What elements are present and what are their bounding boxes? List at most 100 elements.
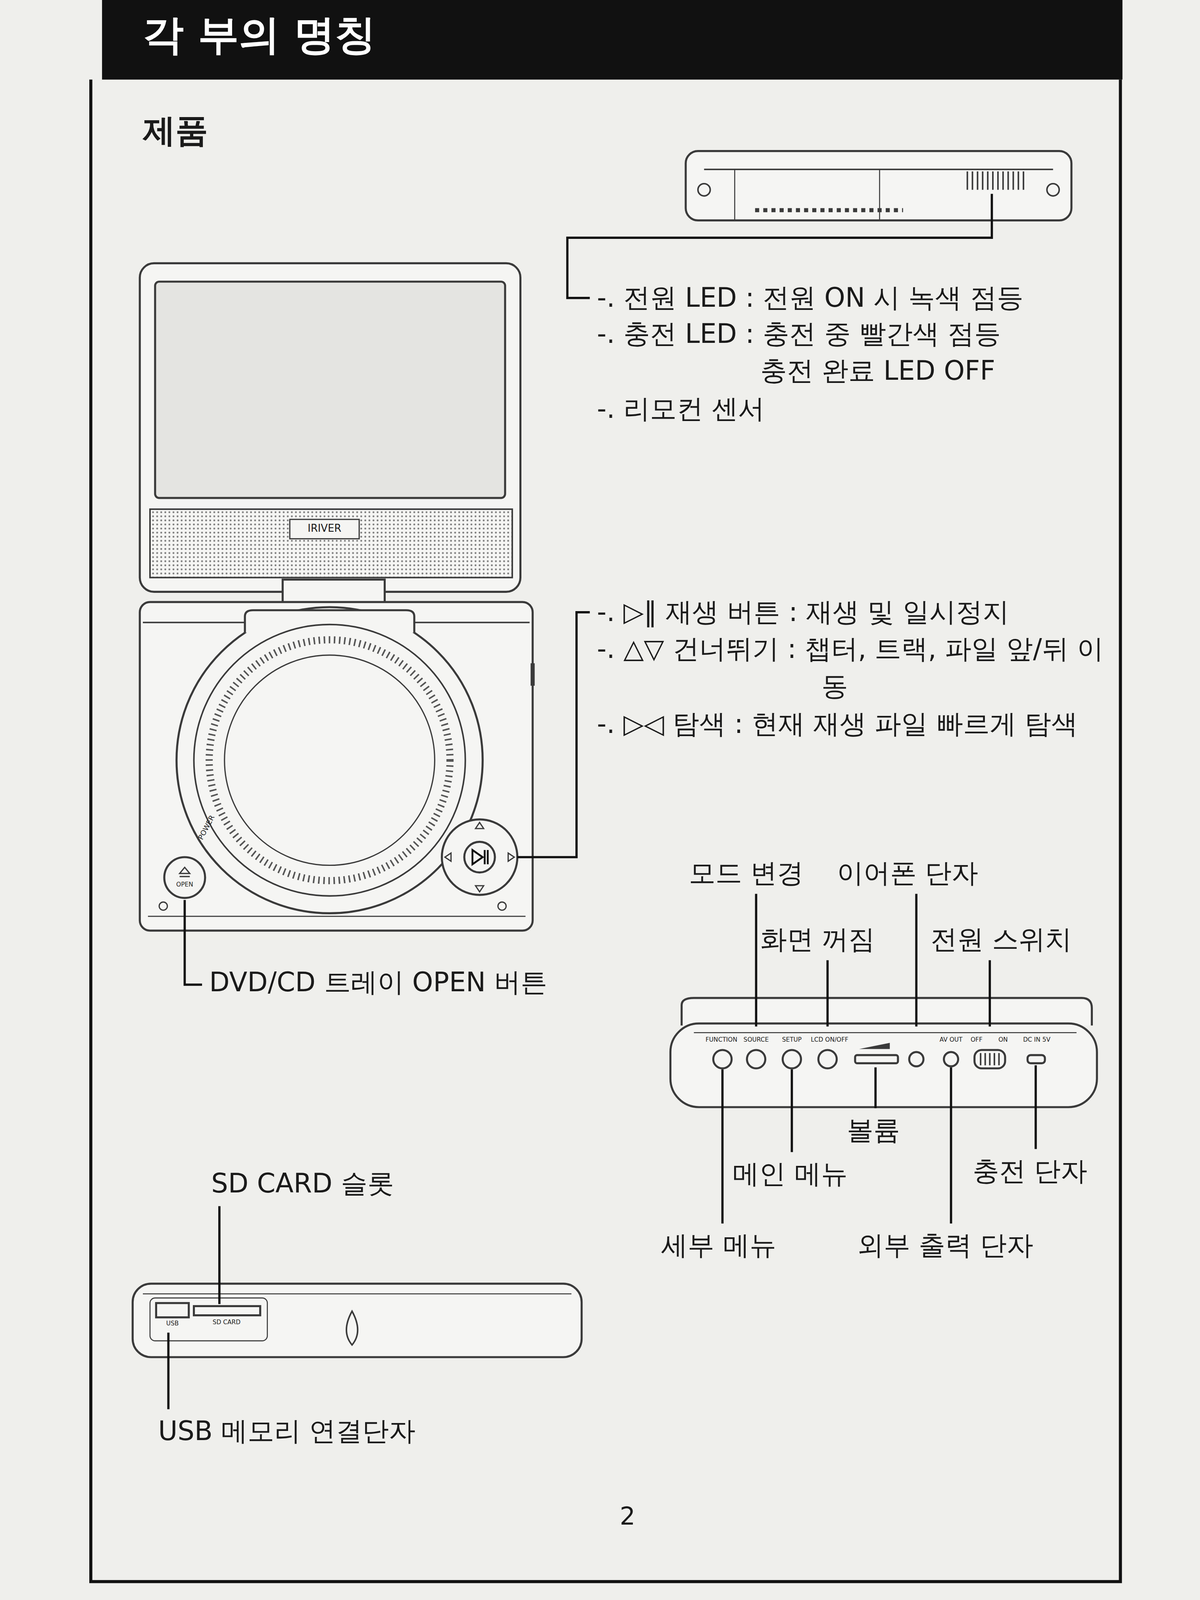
- leader-line: [790, 1069, 794, 1152]
- leader-line: [167, 1332, 170, 1410]
- port-marking: DC IN 5V: [1023, 1035, 1051, 1045]
- callout-text: -. 리모컨 센서: [596, 390, 765, 427]
- port-marking: SOURCE: [743, 1035, 770, 1045]
- leader-line: [218, 1205, 221, 1304]
- port-marking: AV OUT: [939, 1035, 963, 1045]
- part-name: SD CARD 슬롯: [211, 1165, 395, 1202]
- lid-tab: [244, 610, 415, 633]
- lcd-screen: [155, 281, 506, 499]
- speaker-grill: [150, 509, 513, 578]
- main-device: [139, 263, 535, 931]
- part-name: 모드 변경: [688, 855, 804, 891]
- side-key: [530, 663, 535, 686]
- body-line: [694, 1032, 1077, 1034]
- port-marking: LCD ON/OFF: [810, 1035, 849, 1045]
- sd-slot: [194, 1305, 261, 1316]
- play-button: [464, 841, 495, 873]
- leader-line: [874, 1067, 877, 1109]
- callout-text: -. △▽ 건너뛰기 : 챕터, 트랙, 파일 앞/뒤 이동: [596, 630, 1108, 705]
- part-name: 외부 출력 단자: [857, 1227, 1034, 1264]
- logo-patch: [289, 519, 360, 539]
- right-arrow: [508, 853, 515, 862]
- left-arrow: [444, 853, 451, 862]
- part-name: 세부 메뉴: [661, 1227, 776, 1264]
- part-name: DVD/CD 트레이 OPEN 버튼: [209, 964, 548, 1000]
- vent-slot: [976, 171, 979, 190]
- down-arrow: [475, 885, 484, 892]
- vent-slot: [1017, 171, 1020, 190]
- disc-inner: [224, 655, 435, 866]
- leader-line: [915, 894, 918, 1027]
- leader-line: [721, 1069, 724, 1224]
- hinge: [282, 579, 385, 605]
- volume-scale: [859, 1042, 890, 1049]
- disc-dots: [209, 639, 450, 881]
- eject-icon: [179, 867, 191, 877]
- leader-line: [517, 612, 591, 858]
- vent-slot: [1022, 171, 1025, 190]
- port-marking: SD CARD: [212, 1318, 241, 1327]
- side-view-device: [670, 998, 1097, 1108]
- push-button: [746, 1050, 766, 1069]
- up-arrow: [475, 822, 484, 829]
- usb-port: [155, 1303, 189, 1318]
- lid-edge: [681, 998, 1093, 1026]
- dc-port: [1027, 1055, 1045, 1064]
- body-line: [878, 169, 881, 221]
- device-base: [139, 601, 533, 931]
- callout-text: -. ▷‖ 재생 버튼 : 재생 및 일시정지: [596, 594, 1009, 630]
- earphone-jack: [909, 1051, 924, 1067]
- push-button: [713, 1050, 732, 1069]
- disc-lid: [176, 607, 483, 914]
- power-switch: [974, 1050, 1006, 1069]
- volume-slider: [855, 1055, 899, 1064]
- section-heading: 제품: [142, 108, 208, 153]
- vent-row: [755, 208, 904, 213]
- part-name: 메인 메뉴: [732, 1155, 848, 1192]
- leader-line: [950, 1067, 953, 1224]
- body-line: [734, 169, 736, 221]
- page-number: 2: [619, 1500, 636, 1533]
- vent-slot: [981, 171, 984, 190]
- vent-slot: [992, 171, 994, 190]
- leader-line: [755, 894, 758, 1027]
- screen-lid: [139, 263, 521, 592]
- page-title: 각 부의 명칭: [142, 10, 376, 60]
- corner-hole: [1046, 183, 1060, 197]
- part-name: USB 메모리 연결단자: [158, 1413, 416, 1449]
- push-button: [782, 1050, 801, 1069]
- switch-ridge: [984, 1053, 987, 1066]
- device-body: [685, 151, 1072, 221]
- push-button: [818, 1050, 837, 1069]
- page-frame: [90, 79, 1121, 1582]
- control-pad: [441, 819, 518, 895]
- front-body: [132, 1283, 582, 1358]
- port-marking: OFF: [970, 1035, 983, 1045]
- switch-ridge: [988, 1053, 991, 1066]
- leader-line: [826, 960, 829, 1027]
- callout-text: -. 충전 LED : 충전 중 빨간색 점등 충전 완료 LED OFF: [596, 315, 1036, 390]
- callout-text: -. 전원 LED : 전원 ON 시 녹색 점등: [596, 279, 1024, 316]
- vent-slot: [986, 171, 989, 190]
- disc-ring: [194, 624, 466, 897]
- port-marking: USB: [166, 1319, 179, 1328]
- leader-line: [988, 960, 991, 1027]
- leader-line: [1034, 1065, 1037, 1150]
- switch-ridge: [979, 1053, 982, 1066]
- body-line: [703, 168, 1053, 171]
- body-line: [142, 1293, 572, 1295]
- part-name: 이어폰 단자: [836, 855, 979, 891]
- button-marking: OPEN: [176, 880, 194, 889]
- front-view-device: [132, 1283, 582, 1358]
- port-marking: FUNCTION: [705, 1035, 738, 1045]
- switch-ridge: [993, 1053, 996, 1066]
- vent-slot: [971, 171, 974, 190]
- callout-text: -. ▷◁ 탐색 : 현재 재생 파일 빠르게 탐색: [596, 705, 1078, 742]
- vent-slot: [1002, 171, 1004, 190]
- switch-ridge: [998, 1053, 1000, 1066]
- title-band: [101, 0, 1123, 80]
- leader-line: [184, 900, 202, 985]
